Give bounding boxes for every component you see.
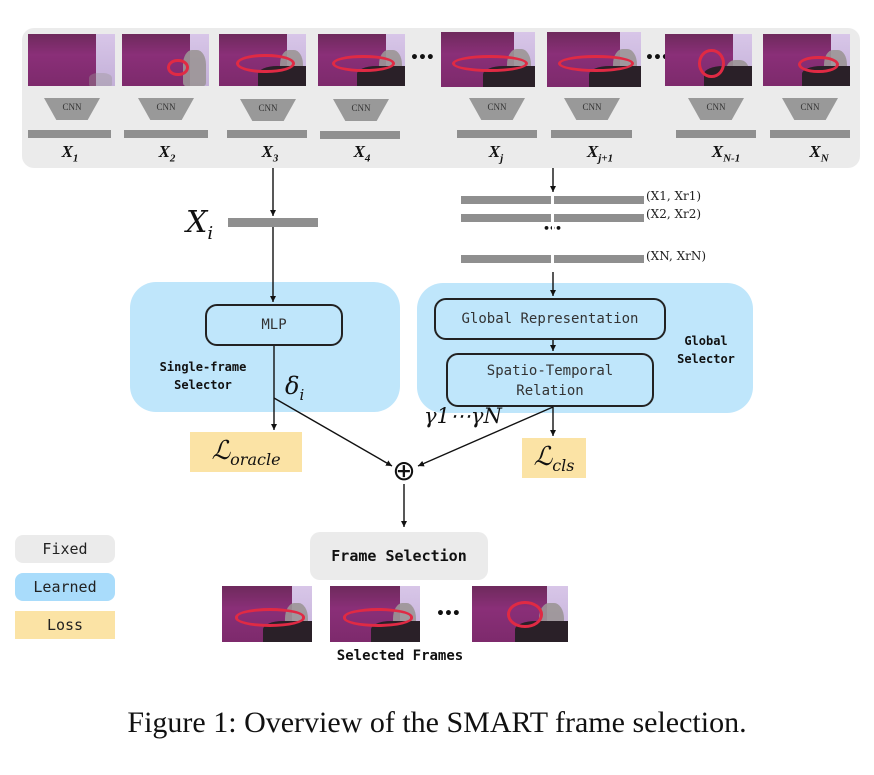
gamma-output-label: γ1⋯γN — [424, 404, 502, 428]
feature-bar-j-plus-1 — [551, 130, 632, 138]
selected-frame-1 — [222, 586, 312, 642]
mlp-module: MLP — [205, 304, 343, 346]
pair-label-1: (X1, Xr1) — [646, 189, 702, 203]
cls-loss-box: ℒcls — [522, 438, 586, 478]
input-frame-2 — [122, 34, 209, 86]
pair-label-2: (X2, Xr2) — [646, 207, 702, 221]
selected-frame-2 — [330, 586, 420, 642]
frame-label-4: X4 — [353, 142, 371, 165]
input-frame-3 — [219, 34, 306, 86]
feature-bar-2 — [124, 130, 208, 138]
input-frame-n-minus-1 — [665, 34, 752, 86]
arrow-gamma-to-oplus — [417, 406, 554, 467]
frame-label-j: Xj — [488, 142, 504, 165]
legend-loss: Loss — [15, 611, 115, 639]
frame-selection-box: Frame Selection — [310, 532, 488, 580]
global-selector-panel — [417, 283, 753, 413]
frame-label-2: X2 — [158, 142, 176, 165]
frame-label-1: X1 — [61, 142, 79, 165]
selected-frames-label: Selected Frames — [336, 648, 464, 664]
single-frame-selector-panel — [130, 282, 400, 412]
legend-fixed: Fixed — [15, 535, 115, 563]
selected-frame-3 — [472, 586, 568, 642]
feature-bar-4 — [320, 131, 400, 139]
pair-bar-n-right — [554, 255, 644, 263]
pair-bar-1-right — [554, 196, 644, 204]
selected-frames-ellipsis: ••• — [436, 606, 461, 622]
input-frame-4 — [318, 34, 405, 86]
global-representation-module: Global Representation — [434, 298, 666, 340]
single-frame-selector-label: Single-frame Selector — [159, 360, 247, 392]
input-frame-n — [763, 34, 850, 86]
pair-bar-n-left — [461, 255, 551, 263]
pair-bar-2-left — [461, 214, 551, 222]
frame-label-n: XN — [809, 142, 829, 165]
global-selector-label: Global Selector — [677, 334, 735, 366]
input-frame-j-plus-1 — [547, 32, 641, 87]
single-frame-feature-label: Xi — [186, 205, 214, 244]
oracle-loss-box: ℒoracle — [190, 432, 302, 472]
arrow-delta-to-oplus — [273, 397, 393, 467]
feature-bar-j — [457, 130, 537, 138]
pair-bar-2-right — [554, 214, 644, 222]
pair-label-n: (XN, XrN) — [646, 249, 707, 263]
feature-bar-1 — [28, 130, 111, 138]
feature-bar-n-minus-1 — [676, 130, 756, 138]
oplus-combine-icon: ⊕ — [392, 454, 416, 487]
feature-bar-n — [770, 130, 850, 138]
input-frame-1 — [28, 34, 115, 86]
frames-ellipsis-2: ••• — [645, 50, 670, 66]
figure-caption: Figure 1: Overview of the SMART frame se… — [127, 706, 747, 739]
delta-output-label: δi — [285, 372, 305, 404]
frame-label-3: X3 — [261, 142, 279, 165]
frame-label-n-minus-1: XN-1 — [711, 142, 741, 165]
pair-bar-1-left — [461, 196, 551, 204]
legend-learned: Learned — [15, 573, 115, 601]
single-frame-feature-bar — [228, 218, 318, 227]
spatio-temporal-relation-module: Spatio-Temporal Relation — [446, 353, 654, 407]
feature-bar-3 — [227, 130, 307, 138]
input-frame-j — [441, 32, 535, 87]
frames-ellipsis-1: ••• — [410, 50, 435, 66]
frame-label-j-plus-1: Xj+1 — [586, 142, 614, 165]
